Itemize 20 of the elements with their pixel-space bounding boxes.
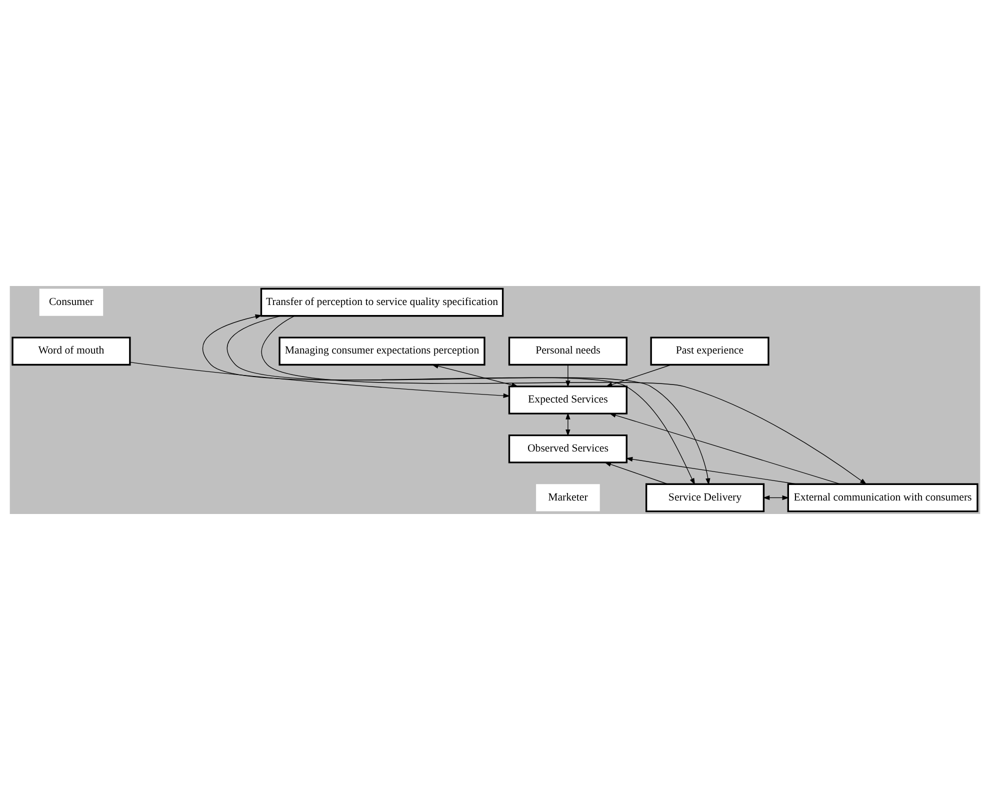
arrow bbox=[609, 412, 841, 484]
arrow bbox=[566, 412, 570, 436]
node-box: Consumer bbox=[39, 288, 104, 316]
arrow bbox=[626, 456, 798, 484]
arrow bbox=[130, 361, 510, 398]
node-box: Word of mouth bbox=[12, 336, 131, 366]
arrow bbox=[432, 363, 518, 387]
node-box: Transfer of perception to service quality specification bbox=[260, 287, 504, 316]
node-box: Expected Services bbox=[508, 385, 628, 414]
node-box: Marketer bbox=[536, 484, 600, 511]
node-box: Observed Services bbox=[508, 434, 628, 463]
arrow bbox=[762, 494, 790, 500]
node-box: External communication with consumers bbox=[787, 482, 978, 512]
node-box: Personal needs bbox=[508, 336, 628, 366]
node-box: Managing consumer expectations perception bbox=[278, 336, 486, 366]
node-box: Service Delivery bbox=[645, 482, 765, 512]
arrow bbox=[261, 315, 867, 484]
node-box: Past experience bbox=[650, 336, 770, 366]
arrow bbox=[604, 462, 668, 484]
arrow bbox=[606, 364, 672, 386]
